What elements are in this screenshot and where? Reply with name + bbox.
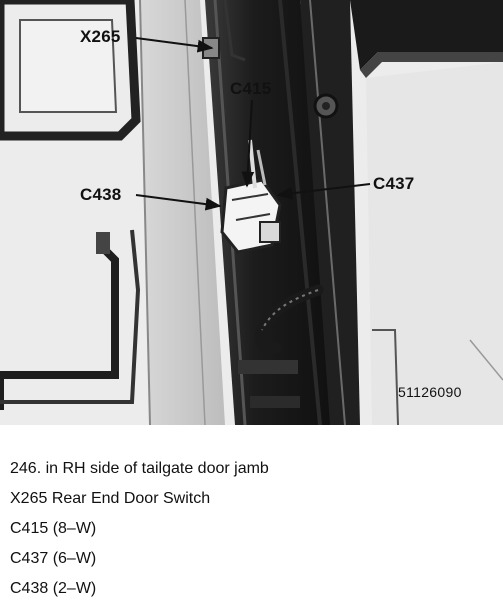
caption-location: 246. in RH side of tailgate door jamb bbox=[10, 460, 269, 477]
x265-leader-line bbox=[135, 37, 214, 53]
caption: 246. in RH side of tailgate door jamb X2… bbox=[10, 454, 490, 604]
window-frame-left bbox=[0, 0, 141, 141]
c415-leader-line bbox=[241, 99, 255, 188]
callout-x265: X265 bbox=[80, 27, 121, 46]
caption-c437: C437 (6–W) bbox=[10, 550, 97, 567]
c437-leader-line bbox=[276, 183, 371, 200]
connector-location-photo bbox=[0, 0, 503, 425]
caption-c438: C438 (2–W) bbox=[10, 580, 97, 597]
caption-c415: C415 (8–W) bbox=[10, 520, 97, 537]
callout-c438: C438 bbox=[80, 185, 122, 204]
figure-number: 51126090 bbox=[398, 384, 462, 400]
callout-c437: C437 bbox=[373, 174, 415, 193]
callout-c415: C415 bbox=[230, 79, 272, 98]
caption-x265: X265 Rear End Door Switch bbox=[10, 490, 211, 507]
c438-leader-line bbox=[135, 194, 222, 211]
connector-cluster bbox=[220, 139, 282, 254]
